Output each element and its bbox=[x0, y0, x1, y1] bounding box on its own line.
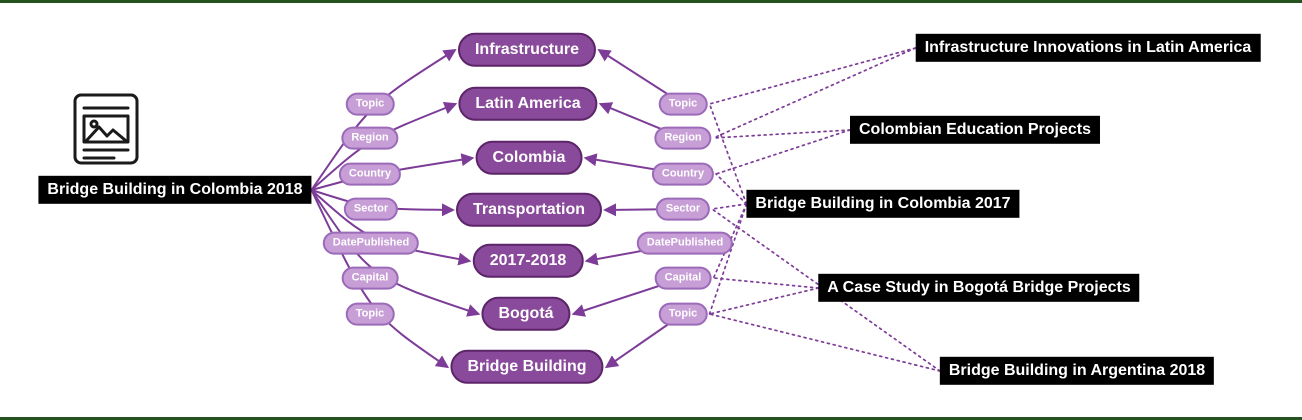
similarity-edge bbox=[712, 203, 748, 279]
entity-node[interactable]: Transportation bbox=[455, 192, 603, 228]
edge-label: DatePublished bbox=[322, 231, 420, 255]
similarity-edge bbox=[712, 129, 851, 139]
edge-label: Topic bbox=[345, 92, 395, 116]
similarity-edge bbox=[712, 47, 917, 139]
edge-label: Capital bbox=[654, 266, 712, 290]
similarity-edge bbox=[715, 129, 851, 175]
similarity-edge bbox=[708, 103, 748, 205]
entity-node[interactable]: Colombia bbox=[475, 140, 583, 176]
edge-label: Region bbox=[341, 126, 399, 150]
related-document-node[interactable]: Colombian Education Projects bbox=[849, 115, 1101, 145]
entity-node[interactable]: Infrastructure bbox=[457, 32, 597, 68]
edge-label: DatePublished bbox=[636, 231, 734, 255]
edge-label: Sector bbox=[343, 197, 399, 221]
similarity-edge bbox=[712, 277, 820, 289]
similarity-edge bbox=[708, 47, 917, 105]
entity-node[interactable]: Latin America bbox=[458, 86, 598, 122]
edge-label: Capital bbox=[341, 266, 399, 290]
entity-node[interactable]: 2017-2018 bbox=[472, 243, 584, 279]
similarity-edge bbox=[711, 203, 748, 210]
edge-label: Region bbox=[654, 126, 712, 150]
source-document-node[interactable]: Bridge Building in Colombia 2018 bbox=[38, 175, 312, 205]
entity-node[interactable]: Bridge Building bbox=[450, 349, 604, 385]
related-document-node[interactable]: A Case Study in Bogotá Bridge Projects bbox=[818, 273, 1140, 303]
edge-label: Topic bbox=[658, 302, 708, 326]
edge-label: Country bbox=[338, 162, 402, 186]
edge-label: Topic bbox=[658, 92, 708, 116]
edge-label: Topic bbox=[345, 302, 395, 326]
related-document-node[interactable]: Bridge Building in Colombia 2017 bbox=[746, 189, 1020, 219]
similarity-edge bbox=[715, 173, 748, 205]
entity-node[interactable]: Bogotá bbox=[481, 296, 571, 332]
related-document-node[interactable]: Bridge Building in Argentina 2018 bbox=[939, 356, 1215, 386]
similarity-edge bbox=[708, 203, 748, 315]
edge-layer bbox=[310, 47, 941, 372]
edge-label: Country bbox=[651, 162, 715, 186]
related-document-node[interactable]: Infrastructure Innovations in Latin Amer… bbox=[915, 33, 1261, 63]
edge-label: Sector bbox=[655, 197, 711, 221]
similarity-edge bbox=[708, 287, 820, 315]
article-icon bbox=[72, 92, 140, 166]
similarity-edge bbox=[708, 313, 941, 372]
